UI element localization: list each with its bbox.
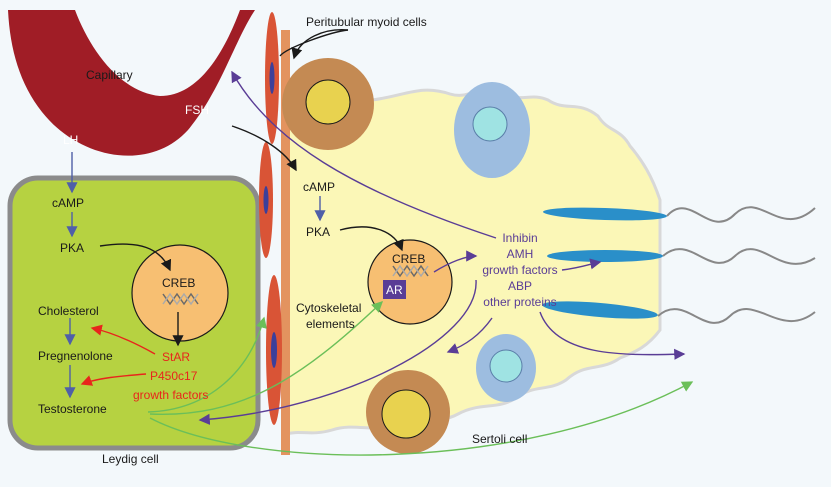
sertoli-products-list: Inhibin AMH growth factors ABP other pro… bbox=[482, 231, 557, 309]
peritubular-band bbox=[281, 30, 290, 455]
product-growth-factors: growth factors bbox=[482, 263, 557, 277]
product-inhibin: Inhibin bbox=[502, 231, 537, 245]
peritubular-label: Peritubular myoid cells bbox=[306, 15, 427, 29]
leydig-cell-label: Leydig cell bbox=[102, 452, 159, 466]
spermatozoa bbox=[542, 206, 816, 324]
germ-cell-bottom-left bbox=[366, 370, 450, 454]
capillary bbox=[8, 10, 255, 156]
sertoli-camp-label: cAMP bbox=[303, 180, 335, 194]
lh-label: LH bbox=[63, 133, 78, 147]
cholesterol-label: Cholesterol bbox=[38, 304, 99, 318]
product-other-proteins: other proteins bbox=[483, 295, 556, 309]
star-label: StAR bbox=[162, 350, 190, 364]
arrows bbox=[64, 29, 694, 456]
p450c17-label: P450c17 bbox=[150, 369, 198, 383]
germ-cell-bottom-right bbox=[476, 334, 536, 402]
peritubular-myoid-cells bbox=[259, 12, 282, 425]
leydig-cell bbox=[7, 175, 261, 451]
cytoskeletal-label-line1: Cytoskeletal bbox=[296, 301, 361, 315]
leydig-camp-label: cAMP bbox=[52, 196, 84, 210]
product-amh: AMH bbox=[507, 247, 534, 261]
capillary-label: Capillary bbox=[86, 68, 133, 82]
ar-box bbox=[383, 280, 406, 299]
pregnenolone-label: Pregnenolone bbox=[38, 349, 113, 363]
testosterone-label: Testosterone bbox=[38, 402, 107, 416]
product-abp: ABP bbox=[508, 279, 532, 293]
leydig-growth-factors-label: growth factors bbox=[133, 388, 208, 402]
germ-cell-top-right bbox=[454, 82, 530, 178]
germ-cell-top-left bbox=[282, 58, 374, 150]
leydig-nucleus bbox=[131, 244, 229, 342]
sertoli-nucleus bbox=[367, 239, 453, 325]
leydig-creb-label: CREB bbox=[162, 276, 195, 290]
sertoli-pka-label: PKA bbox=[306, 225, 330, 239]
sertoli-creb-label: CREB bbox=[392, 252, 425, 266]
fsh-label: FSH bbox=[185, 103, 209, 117]
sertoli-cell-label: Sertoli cell bbox=[472, 432, 527, 446]
ar-label: AR bbox=[386, 283, 403, 297]
leydig-pka-label: PKA bbox=[60, 241, 84, 255]
cytoskeletal-label-line2: elements bbox=[306, 317, 355, 331]
